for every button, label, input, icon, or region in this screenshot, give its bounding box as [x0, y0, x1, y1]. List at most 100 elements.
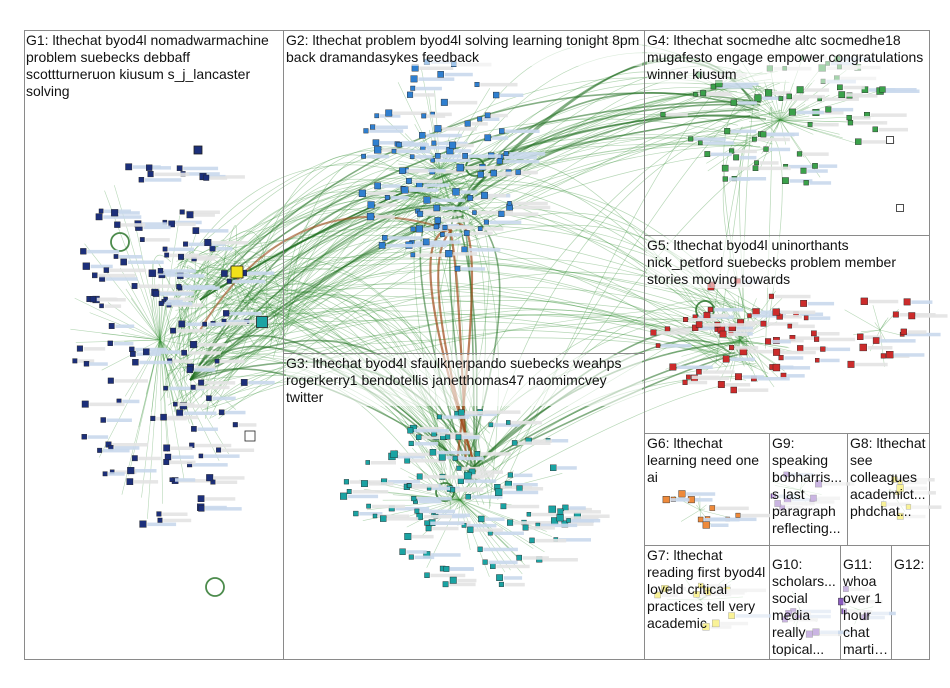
- node-label-mark: [710, 523, 729, 527]
- edge: [680, 509, 701, 522]
- edge: [739, 339, 788, 348]
- graph-node: [724, 128, 757, 135]
- node-label-mark: [799, 312, 824, 316]
- node-label-mark: [853, 94, 878, 98]
- node-label-mark: [905, 332, 941, 337]
- group-title-g5: G5: lthechat byod4l uninorthants nick_pe…: [647, 237, 927, 288]
- graph-node: [100, 417, 132, 423]
- node-label-mark: [784, 97, 809, 101]
- graph-node: [464, 471, 495, 480]
- node-label-mark: [518, 441, 551, 445]
- edge: [125, 288, 161, 341]
- group-title-g3: G3: lthechat byod4l sfaulknerpando suebe…: [286, 355, 642, 406]
- node-avatar-icon: [796, 151, 803, 157]
- node-label-mark: [413, 93, 435, 97]
- node-avatar-icon: [709, 505, 716, 511]
- edge: [879, 319, 887, 331]
- edge: [174, 303, 190, 381]
- graph-node: [516, 554, 549, 561]
- node-label-mark: [175, 222, 196, 226]
- node-avatar-icon: [872, 126, 879, 133]
- edge: [259, 306, 494, 464]
- graph-node: [421, 113, 446, 119]
- node-avatar-icon: [372, 513, 378, 519]
- graph-node: [401, 186, 439, 194]
- node-avatar-icon: [548, 505, 556, 514]
- graph-node: [385, 109, 427, 117]
- node-avatar-icon: [163, 459, 170, 465]
- node-label-mark: [483, 410, 521, 414]
- node-label-mark: [432, 486, 460, 491]
- node-label-mark: [497, 171, 525, 176]
- graph-node: [131, 283, 175, 289]
- node-avatar-icon: [903, 298, 911, 306]
- graph-node: [156, 511, 188, 517]
- node-label-mark: [804, 88, 830, 92]
- node-label-mark: [427, 114, 446, 118]
- graph-node: [340, 492, 379, 500]
- node-avatar-icon: [861, 86, 869, 93]
- node-avatar-icon: [498, 581, 504, 587]
- node-label-mark: [440, 206, 470, 210]
- node-avatar-icon: [452, 455, 458, 461]
- edge: [779, 109, 781, 121]
- graph-node: [477, 546, 518, 552]
- node-avatar-icon: [669, 363, 677, 371]
- graph-node: [859, 343, 893, 352]
- node-avatar-icon: [95, 213, 103, 221]
- node-label-mark: [513, 473, 533, 478]
- graph-node: [138, 176, 182, 183]
- graph-node: [434, 125, 477, 133]
- node-avatar-icon: [198, 379, 205, 386]
- edge: [180, 287, 743, 359]
- node-avatar-icon: [484, 134, 492, 142]
- edge: [665, 339, 741, 370]
- node-avatar-icon: [424, 572, 430, 578]
- node-avatar-icon: [346, 489, 352, 494]
- graph-node: [729, 148, 757, 154]
- node-label-mark: [204, 454, 240, 458]
- graph-node: [81, 400, 125, 408]
- node-label-mark: [725, 383, 751, 387]
- node-label-mark: [911, 300, 933, 304]
- graph-node: [733, 154, 757, 161]
- node-label-mark: [509, 152, 546, 156]
- graph-node: [407, 91, 435, 98]
- edge: [734, 339, 741, 342]
- node-avatar-icon: [370, 124, 376, 130]
- graph-node: [204, 238, 249, 246]
- node-avatar-icon: [169, 477, 175, 483]
- node-label-mark: [184, 411, 217, 415]
- node-label-mark: [512, 201, 548, 206]
- graph-node: [186, 366, 216, 373]
- node-avatar-icon: [803, 180, 809, 186]
- edge: [779, 119, 805, 158]
- node-label-mark: [216, 322, 247, 326]
- node-label-mark: [388, 236, 423, 240]
- node-label-mark: [417, 426, 445, 431]
- node-avatar-icon: [361, 480, 368, 487]
- edge: [744, 111, 781, 121]
- node-avatar-icon: [80, 248, 87, 255]
- node-label-mark: [87, 249, 120, 254]
- node-label-mark: [477, 211, 513, 215]
- node-label-mark: [444, 72, 473, 77]
- node-avatar-icon: [697, 516, 704, 523]
- node-label-mark: [742, 375, 764, 379]
- graph-node: [434, 217, 470, 224]
- node-label-mark: [460, 190, 478, 194]
- node-label-mark: [822, 97, 859, 101]
- graph-node: [178, 320, 204, 328]
- node-label-mark: [818, 164, 838, 168]
- edge: [739, 339, 750, 348]
- node-label-mark: [880, 339, 916, 343]
- graph-node: [81, 434, 109, 440]
- graph-node: [860, 297, 899, 305]
- node-label-mark: [238, 423, 257, 427]
- node-label-mark: [730, 357, 755, 361]
- graph-node: [696, 369, 735, 375]
- graph-node: [490, 563, 530, 569]
- edge: [147, 339, 161, 519]
- graph-node: [474, 81, 518, 87]
- node-label-mark: [886, 88, 917, 92]
